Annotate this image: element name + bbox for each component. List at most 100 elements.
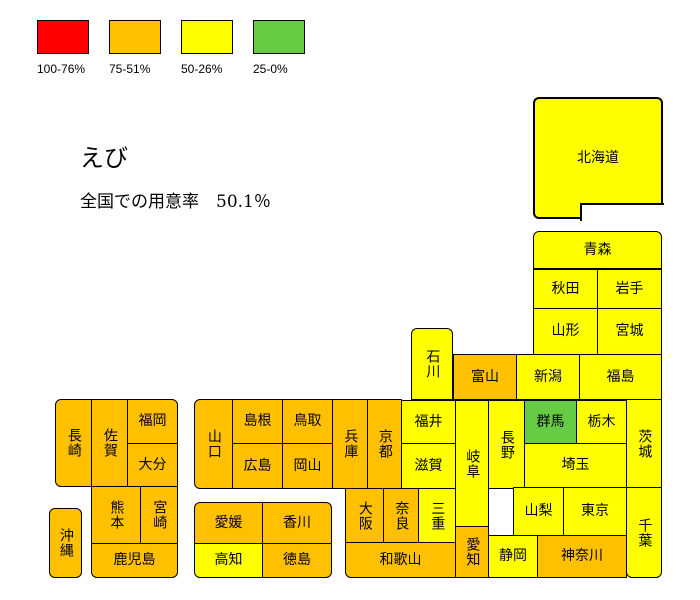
pref-label: 福井 [414, 413, 443, 430]
pref-label: 埼玉 [561, 457, 590, 474]
pref-label: 京都 [376, 429, 393, 459]
pref-nara[interactable]: 奈良 [383, 488, 419, 543]
pref-miyagi[interactable]: 宮城 [597, 308, 662, 355]
pref-label: 秋田 [551, 280, 580, 297]
legend-label-red: 100-76% [37, 62, 86, 76]
pref-oita[interactable]: 大分 [127, 443, 178, 487]
pref-mie[interactable]: 三重 [418, 488, 456, 543]
pref-label: 茨城 [636, 428, 653, 459]
pref-tokyo[interactable]: 東京 [563, 487, 627, 536]
pref-label: 福岡 [138, 413, 167, 430]
pref-kochi[interactable]: 高知 [194, 543, 263, 578]
pref-label: 大阪 [356, 500, 373, 531]
pref-hyogo[interactable]: 兵庫 [332, 399, 368, 489]
legend-swatch-orange [109, 20, 161, 54]
pref-niigata[interactable]: 新潟 [516, 354, 580, 400]
pref-label: 宮城 [615, 323, 644, 340]
pref-shimane[interactable]: 島根 [232, 399, 283, 444]
pref-label: 高知 [214, 552, 243, 569]
pref-chiba[interactable]: 千葉 [626, 487, 662, 578]
pref-wakayama[interactable]: 和歌山 [345, 542, 456, 578]
pref-label: 熊本 [108, 500, 125, 530]
legend-label-yellow: 50-26% [181, 62, 223, 76]
pref-label: 奈良 [393, 500, 410, 531]
pref-akita[interactable]: 秋田 [533, 269, 598, 309]
pref-saga[interactable]: 佐賀 [91, 399, 128, 487]
legend-label-green: 25-0% [253, 62, 288, 76]
pref-iwate[interactable]: 岩手 [597, 269, 662, 309]
pref-label: 鳥取 [293, 413, 322, 430]
pref-label: 兵庫 [342, 429, 359, 459]
pref-nagasaki[interactable]: 長崎 [55, 399, 92, 487]
legend-swatch-yellow [181, 20, 233, 54]
pref-kyoto[interactable]: 京都 [367, 399, 402, 489]
pref-ishikawa[interactable]: 石川 [411, 328, 453, 400]
pref-okayama[interactable]: 岡山 [282, 443, 333, 489]
pref-kumamoto[interactable]: 熊本 [91, 486, 141, 544]
pref-label: 栃木 [587, 413, 616, 430]
pref-label: 和歌山 [379, 551, 422, 568]
pref-label: 新潟 [534, 368, 562, 385]
pref-kagoshima[interactable]: 鹿児島 [91, 543, 178, 578]
pref-label: 鹿児島 [113, 552, 156, 569]
hokkaido-notch [580, 203, 664, 221]
pref-label: 石川 [424, 349, 441, 379]
pref-ibaraki[interactable]: 茨城 [626, 399, 662, 488]
pref-shizuoka[interactable]: 静岡 [488, 535, 538, 578]
pref-label: 山梨 [524, 503, 553, 520]
pref-gunma[interactable]: 群馬 [524, 400, 577, 444]
pref-fukuoka[interactable]: 福岡 [127, 399, 178, 444]
pref-kagawa[interactable]: 香川 [262, 502, 332, 544]
pref-tottori[interactable]: 鳥取 [282, 399, 333, 444]
pref-nagano[interactable]: 長野 [488, 400, 525, 489]
pref-label: 東京 [581, 503, 609, 520]
pref-label: 三重 [429, 500, 446, 531]
pref-tokushima[interactable]: 徳島 [262, 543, 332, 578]
pref-label: 長野 [498, 429, 515, 460]
pref-hiroshima[interactable]: 広島 [232, 443, 283, 489]
pref-saitama[interactable]: 埼玉 [524, 443, 627, 488]
pref-kanagawa[interactable]: 神奈川 [537, 535, 627, 578]
pref-label: 岡山 [293, 457, 322, 474]
pref-label: 宮崎 [151, 500, 168, 530]
legend-swatch-red [37, 20, 89, 54]
pref-ehime[interactable]: 愛媛 [194, 502, 263, 544]
pref-gifu[interactable]: 岐阜 [455, 400, 489, 527]
pref-fukui[interactable]: 福井 [401, 400, 456, 444]
pref-miyazaki[interactable]: 宮崎 [140, 486, 178, 544]
pref-label: 群馬 [536, 413, 565, 430]
pref-label: 山形 [551, 323, 580, 340]
pref-label: 香川 [283, 514, 311, 531]
pref-shiga[interactable]: 滋賀 [401, 443, 456, 489]
pref-yamaguchi[interactable]: 山口 [194, 399, 233, 489]
legend-label-orange: 75-51% [109, 62, 151, 76]
pref-label: 沖縄 [57, 528, 74, 558]
pref-tochigi[interactable]: 栃木 [576, 400, 627, 444]
pref-osaka[interactable]: 大阪 [345, 488, 384, 543]
pref-label: 長崎 [65, 428, 82, 458]
pref-label: 静岡 [499, 548, 527, 565]
pref-label: 佐賀 [101, 428, 118, 458]
pref-label: 青森 [583, 241, 612, 258]
pref-yamanashi[interactable]: 山梨 [513, 487, 564, 536]
pref-label: 福島 [606, 368, 635, 385]
pref-aichi[interactable]: 愛知 [455, 526, 489, 578]
pref-label: 山口 [205, 429, 222, 459]
pref-label: 広島 [243, 457, 272, 474]
pref-fukushima[interactable]: 福島 [579, 354, 662, 400]
pref-label: 滋賀 [414, 457, 443, 474]
pref-label: 大分 [138, 456, 167, 473]
pref-okinawa[interactable]: 沖縄 [49, 508, 82, 578]
pref-label: 千葉 [636, 517, 653, 548]
pref-label: 愛媛 [214, 514, 243, 531]
pref-yamagata[interactable]: 山形 [533, 308, 598, 355]
pref-hokkaido[interactable]: 北海道 [533, 97, 663, 219]
legend-swatch-green [253, 20, 305, 54]
pref-aomori[interactable]: 青森 [533, 231, 662, 269]
pref-toyama[interactable]: 富山 [453, 354, 517, 400]
map-title: えび [80, 144, 128, 172]
pref-label: 北海道 [577, 149, 619, 166]
map-subtitle: 全国での用意率 50.1％ [80, 192, 271, 212]
pref-label: 富山 [471, 368, 499, 385]
pref-label: 神奈川 [561, 548, 603, 565]
